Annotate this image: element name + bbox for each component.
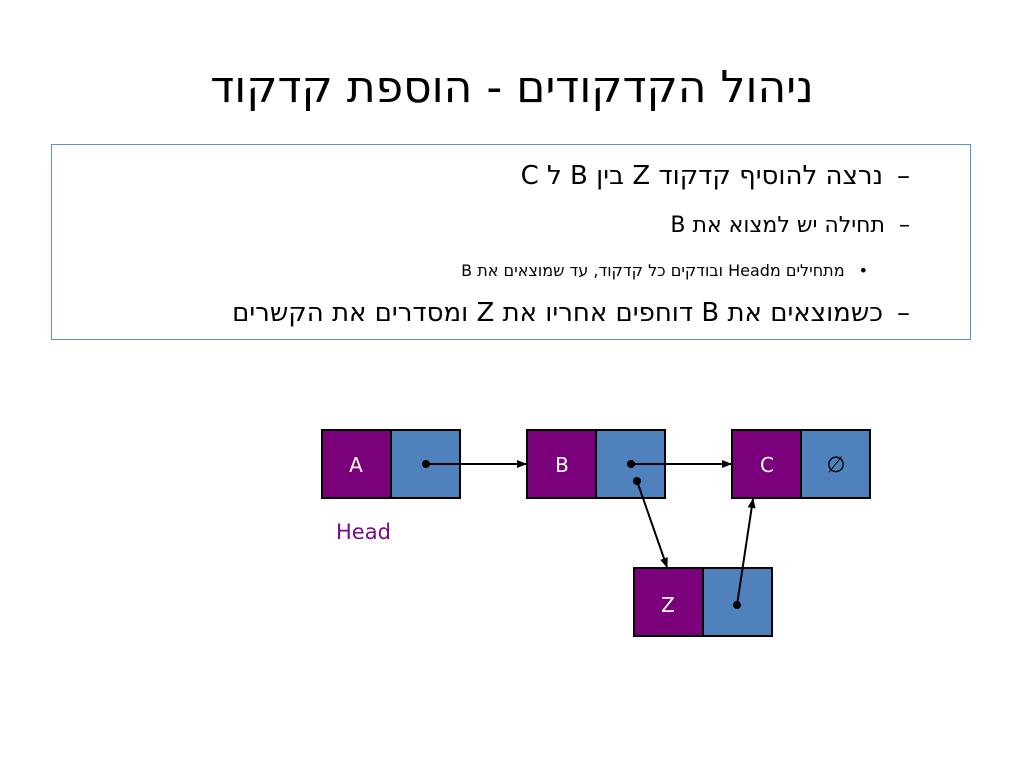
node-a-label: A (349, 453, 363, 477)
bullet-1-text: נרצה להוסיף קדקוד Z בין B ל C (520, 161, 883, 191)
node-b: B (526, 429, 666, 499)
bullet-2: –תחילה יש למצוא את B (670, 213, 910, 238)
bullet-3-marker: – (897, 298, 910, 328)
bullet-1-marker: – (897, 161, 910, 191)
bullet-2-text: תחילה יש למצוא את B (670, 213, 885, 238)
node-b-data-cell (526, 429, 597, 499)
node-z: Z (633, 567, 773, 637)
null-pointer-symbol: ∅ (826, 453, 845, 478)
arrow-b-to-z (633, 477, 668, 568)
sub-bullet-1: • מתחילים מHead ובודקים כל קדקוד, עד שמוצ… (461, 261, 868, 280)
bullet-2-marker: – (899, 213, 910, 238)
node-c: C ∅ (731, 429, 871, 499)
bullet-3-text: כשמוצאים את B דוחפים אחריו את Z ומסדרים … (232, 298, 883, 328)
node-z-data-cell (633, 567, 704, 637)
sub-bullet-1-marker: • (858, 261, 868, 280)
arrow-b-to-c (627, 460, 732, 468)
node-c-label: C (760, 453, 774, 477)
bullet-3: –כשמוצאים את B דוחפים אחריו את Z ומסדרים… (232, 298, 910, 328)
content-box: –נרצה להוסיף קדקוד Z בין B ל C –תחילה יש… (51, 144, 971, 340)
node-z-label: Z (661, 593, 675, 617)
sub-bullet-1-text: מתחילים מHead ובודקים כל קדקוד, עד שמוצא… (461, 261, 845, 280)
slide-title: ניהול הקדקודים - הוספת קדקוד (210, 62, 814, 113)
node-c-pointer-cell (800, 429, 871, 499)
bullet-1: –נרצה להוסיף קדקוד Z בין B ל C (521, 161, 910, 191)
node-a-data-cell (321, 429, 392, 499)
arrow-z-to-c (733, 498, 756, 609)
node-b-label: B (555, 453, 569, 477)
arrow-a-to-b (422, 460, 527, 468)
head-label: Head (336, 520, 391, 544)
